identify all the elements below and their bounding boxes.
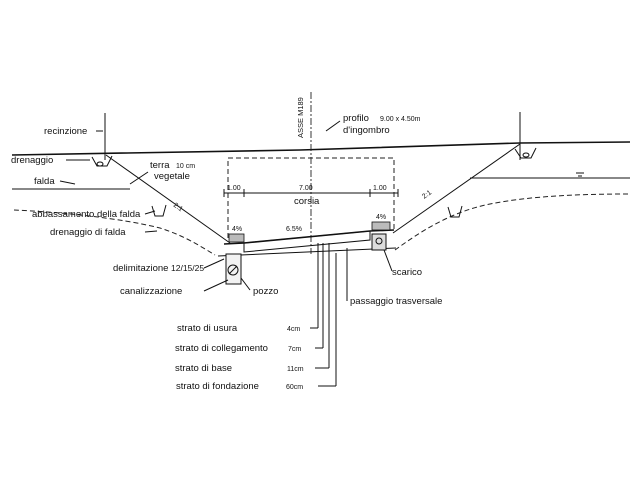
layer-2-thickness: 7cm — [288, 346, 301, 353]
label-pozzo: pozzo — [253, 286, 278, 297]
layer-3-name: strato di base — [175, 363, 232, 374]
water-table-marker-right — [576, 172, 584, 177]
dim-crossfall: 6.5% — [286, 226, 302, 233]
layer-4-thickness: 60cm — [286, 384, 303, 391]
drainage-pipe-left — [96, 161, 104, 167]
layer-3-thickness: 11cm — [287, 366, 304, 373]
drainage-pipe-right — [522, 152, 530, 158]
label-terra-size: 10 cm — [176, 163, 195, 170]
slope-drain-right — [447, 205, 463, 218]
outlet-pipe — [375, 237, 383, 245]
dim-lane: 7.00 — [299, 185, 313, 192]
label-profilo-size: 9.00 x 4.50m — [380, 116, 421, 123]
outlet — [371, 233, 387, 251]
ground-line — [11, 141, 631, 156]
label-drenaggio: drenaggio — [11, 155, 53, 166]
channel-pipe — [227, 264, 239, 276]
lowered-water-table-right — [394, 193, 629, 251]
label-falda: falda — [34, 176, 55, 187]
dim-right-pct: 4% — [376, 214, 386, 221]
leader-lines — [59, 120, 393, 387]
label-abbassamento: abbassamento della falda — [32, 209, 141, 220]
slope-drain-left — [151, 204, 167, 217]
dim-right-shoulder: 1.00 — [373, 185, 387, 192]
edge-kerb-right — [371, 221, 391, 231]
layer-1-thickness: 4cm — [287, 326, 300, 333]
layer-2-name: strato di collegamento — [175, 343, 268, 354]
layer-4-name: strato di fondazione — [176, 381, 259, 392]
channel-pipe-hatch — [228, 265, 238, 275]
label-delimitazione: delimitazione — [113, 263, 168, 274]
label-vegetale: vegetale — [154, 171, 190, 182]
label-drenaggio-falda: drenaggio di falda — [50, 227, 126, 238]
drainage-ditch-right — [514, 147, 537, 159]
label-passaggio: passaggio trasversale — [350, 296, 442, 307]
embankment-left — [105, 154, 231, 244]
label-canalizzazione: canalizzazione — [120, 286, 182, 297]
embankment-right — [392, 143, 521, 234]
label-terra: terra — [150, 160, 170, 171]
axis-label: ASSE M189 — [296, 97, 305, 138]
label-slope-right: 2:1 — [421, 189, 433, 200]
pavement-body — [243, 230, 371, 253]
label-delimitazione-code: 12/15/25 — [171, 263, 204, 273]
label-scarico: scarico — [392, 267, 422, 278]
subgrade-line — [217, 247, 397, 257]
label-slope-left: 2:1 — [172, 202, 184, 213]
lowered-water-table-left — [13, 209, 216, 256]
dim-left-shoulder: 1.00 — [227, 185, 241, 192]
label-recinzione: recinzione — [44, 126, 87, 137]
label-corsia: corsia — [294, 196, 320, 207]
label-ingombro: d'ingombro — [343, 125, 390, 136]
layer-1-name: strato di usura — [177, 323, 238, 334]
label-profilo: profilo — [343, 113, 369, 124]
edge-kerb-left — [228, 233, 245, 243]
dim-left-pct: 4% — [232, 226, 242, 233]
